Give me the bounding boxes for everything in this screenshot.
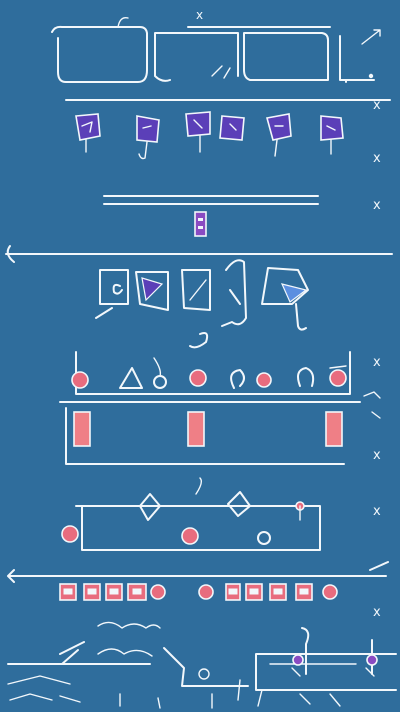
bottom-scribbles bbox=[7, 621, 397, 709]
side-mark-3: x bbox=[373, 198, 381, 213]
flag-box-row bbox=[95, 259, 309, 349]
top-box-row bbox=[51, 17, 391, 101]
pin-row bbox=[75, 111, 344, 160]
side-mark-1: x bbox=[373, 98, 381, 113]
top-center-mark: x bbox=[196, 8, 204, 22]
side-mark-2: x bbox=[373, 151, 381, 166]
side-mark-6: x bbox=[373, 504, 381, 519]
wire-diagram bbox=[61, 477, 321, 551]
side-mark-7: x bbox=[373, 605, 381, 620]
side-mark-5: x bbox=[373, 448, 381, 463]
chip-row bbox=[59, 583, 338, 601]
divider-2 bbox=[7, 561, 389, 583]
bar-frame bbox=[59, 401, 381, 465]
divider-1 bbox=[5, 245, 393, 263]
double-rule bbox=[103, 195, 319, 237]
side-mark-4: x bbox=[373, 355, 381, 370]
node-row bbox=[71, 351, 381, 399]
